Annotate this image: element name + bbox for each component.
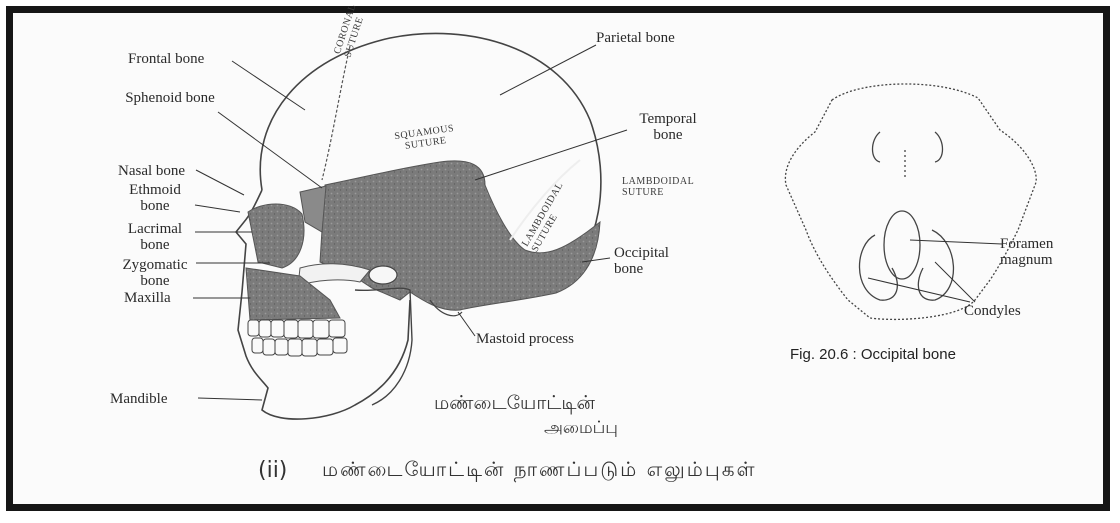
upper-teeth [248,320,345,338]
lower-teeth [252,338,347,356]
handwritten-title-line1: மண்டையோட்டின் [434,392,595,417]
handwritten-title-line2: அமைப்பு [544,418,618,440]
label-mastoid-process: Mastoid process [476,331,574,347]
label-mandible: Mandible [110,391,168,407]
handwritten-sentence: மண்டையோட்டின் நாணப்படும் எலும்புகள் [322,457,757,484]
coronal-suture-line [322,46,350,180]
label-maxilla: Maxilla [124,290,171,306]
label-lacrimal-bone: Lacrimal bone [115,221,195,253]
label-frontal-bone: Frontal bone [128,51,204,67]
handwritten-numeral: (ii) [258,458,287,483]
label-occipital-bone: Occipital bone [614,245,694,277]
label-zygomatic-bone: Zygomatic bone [110,257,200,289]
label-lambdoidal-suture: LAMBDOIDAL SUTURE [622,176,710,198]
label-condyles: Condyles [964,303,1021,319]
figure-caption: Fig. 20.6 : Occipital bone [790,346,956,363]
label-sphenoid-bone: Sphenoid bone [122,90,218,106]
label-foramen-magnum: Foramen magnum [1000,236,1076,268]
label-parietal-bone: Parietal bone [596,30,676,46]
occipital-leader-lines [868,240,1002,302]
label-temporal-bone: Temporal bone [628,111,708,143]
ear-opening [369,266,397,284]
mandible-ramus [355,288,412,405]
label-nasal-bone: Nasal bone [118,163,185,179]
occipital-bone-drawing [785,84,1036,319]
orbit-shade [248,204,304,268]
label-ethmoid-bone: Ethmoid bone [118,182,192,214]
